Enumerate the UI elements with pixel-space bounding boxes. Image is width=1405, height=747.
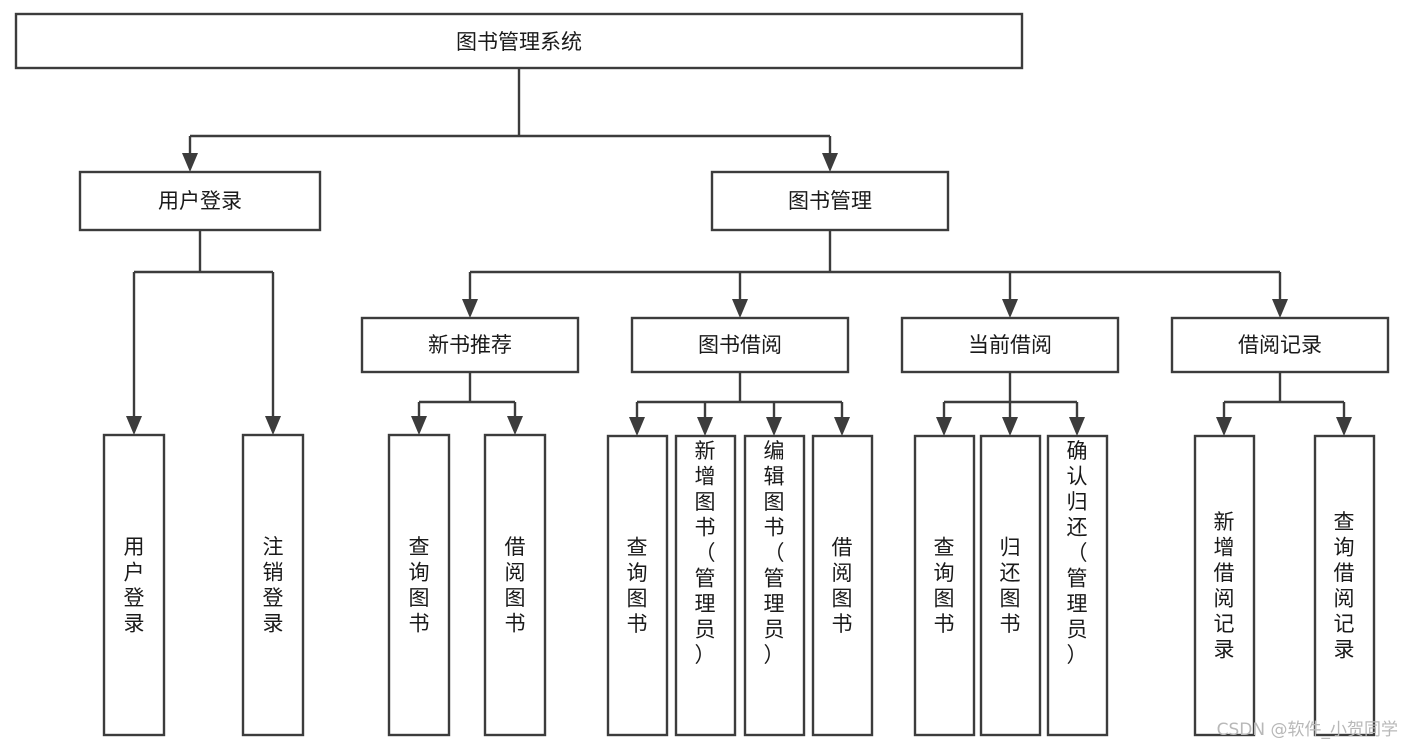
node-leaf-add-book-label: 新增图书（管理员） (695, 439, 716, 667)
node-leaf-query-book-bb-label: 查询图书 (627, 536, 648, 637)
node-new-book-rec[interactable]: 新书推荐 (360, 316, 580, 374)
node-leaf-return-book[interactable]: 归还图书 (979, 434, 1042, 737)
node-leaf-return-book-label: 归还图书 (1000, 536, 1021, 637)
node-leaf-borrow-book-rec-box[interactable] (483, 433, 547, 737)
node-leaf-query-book-cb-box[interactable] (913, 434, 976, 737)
node-current-borrow-label: 当前借阅 (968, 333, 1052, 357)
node-user-login[interactable]: 用户登录 (78, 170, 322, 232)
node-borrow-record[interactable]: 借阅记录 (1170, 316, 1390, 374)
node-leaf-borrow-book-bb[interactable]: 借阅图书 (811, 434, 874, 737)
arrow-to-leaf-query-book-rec (411, 416, 427, 435)
node-book-manage-label: 图书管理 (788, 189, 872, 213)
edge-root-to-level2 (188, 68, 832, 155)
node-leaf-confirm-return-box[interactable] (1046, 434, 1109, 737)
node-leaf-query-record[interactable]: 查询借阅记录 (1313, 434, 1376, 737)
arrow-to-leaf-return-book (1002, 417, 1018, 436)
node-book-borrow-box[interactable] (630, 316, 850, 374)
edge-layer (126, 68, 1352, 436)
node-leaf-logout-box[interactable] (241, 433, 305, 737)
node-leaf-add-book[interactable]: 新增图书（管理员） (674, 434, 737, 737)
arrow-to-leaf-borrow-book-bb (834, 417, 850, 436)
node-leaf-add-record-box[interactable] (1193, 434, 1256, 737)
node-root-label: 图书管理系统 (456, 30, 582, 54)
arrow-to-leaf-add-record (1216, 417, 1232, 436)
node-book-manage-box[interactable] (710, 170, 950, 232)
node-new-book-rec-label: 新书推荐 (428, 333, 512, 357)
node-leaf-query-book-bb[interactable]: 查询图书 (606, 434, 669, 737)
arrow-to-current-borrow (1002, 299, 1018, 318)
arrow-to-user-login (182, 153, 198, 172)
node-leaf-query-book-bb-box[interactable] (606, 434, 669, 737)
arrow-to-leaf-user-login (126, 416, 142, 435)
arrow-to-leaf-confirm-return (1069, 417, 1085, 436)
node-leaf-borrow-book-bb-box[interactable] (811, 434, 874, 737)
node-leaf-user-login-box[interactable] (102, 433, 166, 737)
node-leaf-add-record-label: 新增借阅记录 (1214, 510, 1235, 662)
arrow-to-leaf-add-book (697, 417, 713, 436)
node-user-login-box[interactable] (78, 170, 322, 232)
node-user-login-label: 用户登录 (158, 189, 242, 213)
node-root-box[interactable] (14, 12, 1024, 70)
node-leaf-query-book-cb-label: 查询图书 (934, 536, 955, 637)
node-leaf-edit-book-box[interactable] (743, 434, 806, 737)
node-leaf-borrow-book-rec[interactable]: 借阅图书 (483, 433, 547, 737)
node-leaf-edit-book[interactable]: 编辑图书（管理员） (743, 434, 806, 737)
edge-userlogin-to-leaves (132, 230, 275, 418)
node-borrow-record-box[interactable] (1170, 316, 1390, 374)
csdn-watermark: CSDN @软件_小贺同学 (1217, 720, 1398, 740)
node-leaf-borrow-book-bb-label: 借阅图书 (832, 536, 853, 637)
node-leaf-edit-book-label: 编辑图书（管理员） (764, 439, 785, 667)
edge-bookborrow-to-leaves (635, 372, 844, 419)
arrow-to-new-book-rec (462, 299, 478, 318)
edge-bookmanage-to-level3 (468, 230, 1282, 301)
arrow-to-borrow-record (1272, 299, 1288, 318)
arrow-to-book-manage (822, 153, 838, 172)
node-leaf-borrow-book-rec-label: 借阅图书 (505, 535, 526, 636)
arrow-to-leaf-edit-book (766, 417, 782, 436)
node-leaf-query-book-cb[interactable]: 查询图书 (913, 434, 976, 737)
node-leaf-confirm-return[interactable]: 确认归还（管理员） (1046, 434, 1109, 737)
arrow-to-book-borrow (732, 299, 748, 318)
node-leaf-user-login-label: 用户登录 (124, 535, 145, 636)
node-leaf-query-book-rec-box[interactable] (387, 433, 451, 737)
node-leaf-return-book-box[interactable] (979, 434, 1042, 737)
node-book-borrow-label: 图书借阅 (698, 333, 782, 357)
arrow-to-leaf-query-book-cb (936, 417, 952, 436)
node-borrow-record-label: 借阅记录 (1238, 333, 1322, 357)
node-leaf-confirm-return-label: 确认归还（管理员） (1067, 439, 1088, 667)
node-current-borrow[interactable]: 当前借阅 (900, 316, 1120, 374)
edge-currentborrow-to-leaves (942, 372, 1079, 419)
node-leaf-user-login[interactable]: 用户登录 (102, 433, 166, 737)
arrow-to-leaf-query-record (1336, 417, 1352, 436)
edge-borrowrecord-to-leaves (1222, 372, 1346, 419)
node-leaf-logout[interactable]: 注销登录 (241, 433, 305, 737)
node-layer: 图书管理系统 用户登录 图书管理 新书推荐 图书借阅 当前借阅 借阅记录 (14, 12, 1390, 737)
node-book-manage[interactable]: 图书管理 (710, 170, 950, 232)
node-leaf-query-record-label: 查询借阅记录 (1334, 510, 1355, 662)
node-leaf-query-book-rec[interactable]: 查询图书 (387, 433, 451, 737)
arrow-to-leaf-query-book-bb (629, 417, 645, 436)
node-leaf-query-book-rec-label: 查询图书 (409, 535, 430, 636)
edge-newbookrec-to-leaves (417, 372, 517, 418)
node-book-borrow[interactable]: 图书借阅 (630, 316, 850, 374)
arrow-to-leaf-borrow-book-rec (507, 416, 523, 435)
node-new-book-rec-box[interactable] (360, 316, 580, 374)
node-leaf-logout-label: 注销登录 (263, 535, 284, 636)
node-current-borrow-box[interactable] (900, 316, 1120, 374)
node-root[interactable]: 图书管理系统 (14, 12, 1024, 70)
arrow-to-leaf-logout (265, 416, 281, 435)
node-leaf-query-record-box[interactable] (1313, 434, 1376, 737)
node-leaf-add-record[interactable]: 新增借阅记录 (1193, 434, 1256, 737)
node-leaf-add-book-box[interactable] (674, 434, 737, 737)
